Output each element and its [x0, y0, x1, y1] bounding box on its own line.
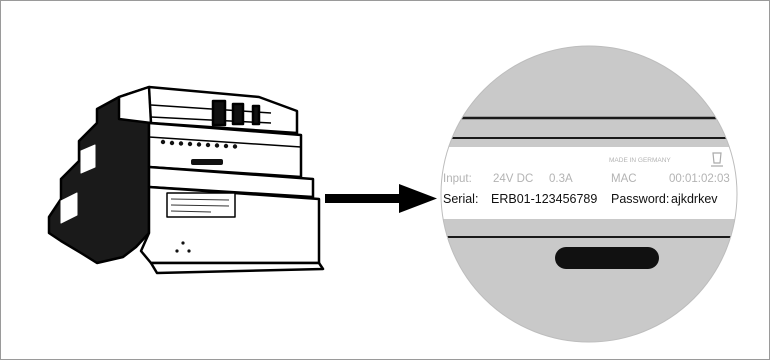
mac-value: 00:01:02:03	[669, 173, 730, 185]
input-current: 0.3A	[549, 173, 573, 185]
input-key: Input:	[443, 173, 472, 185]
device-side-face	[47, 85, 151, 265]
vent-dots	[175, 241, 191, 253]
din-rail-device	[47, 85, 325, 275]
mac-key: MAC	[611, 173, 637, 185]
serial-value: ERB01-123456789	[491, 192, 597, 206]
input-voltage: 24V DC	[493, 173, 533, 185]
device-label-sticker	[441, 147, 737, 219]
terminal-block-3	[251, 104, 261, 126]
magnifier	[441, 46, 737, 342]
slot	[191, 159, 223, 165]
password-key: Password:	[611, 192, 669, 206]
magnifier-outline	[440, 45, 738, 343]
made-in-text: MADE IN GERMANY	[609, 157, 671, 164]
disposal-symbol-icon	[711, 152, 723, 167]
terminal-block-2	[231, 102, 245, 126]
password-value: ajkdrkev	[671, 192, 718, 206]
magnified-slot	[555, 247, 659, 269]
led-row	[160, 139, 238, 149]
arrow	[325, 184, 437, 213]
serial-key: Serial:	[443, 192, 478, 206]
terminal-block-1	[211, 99, 227, 127]
